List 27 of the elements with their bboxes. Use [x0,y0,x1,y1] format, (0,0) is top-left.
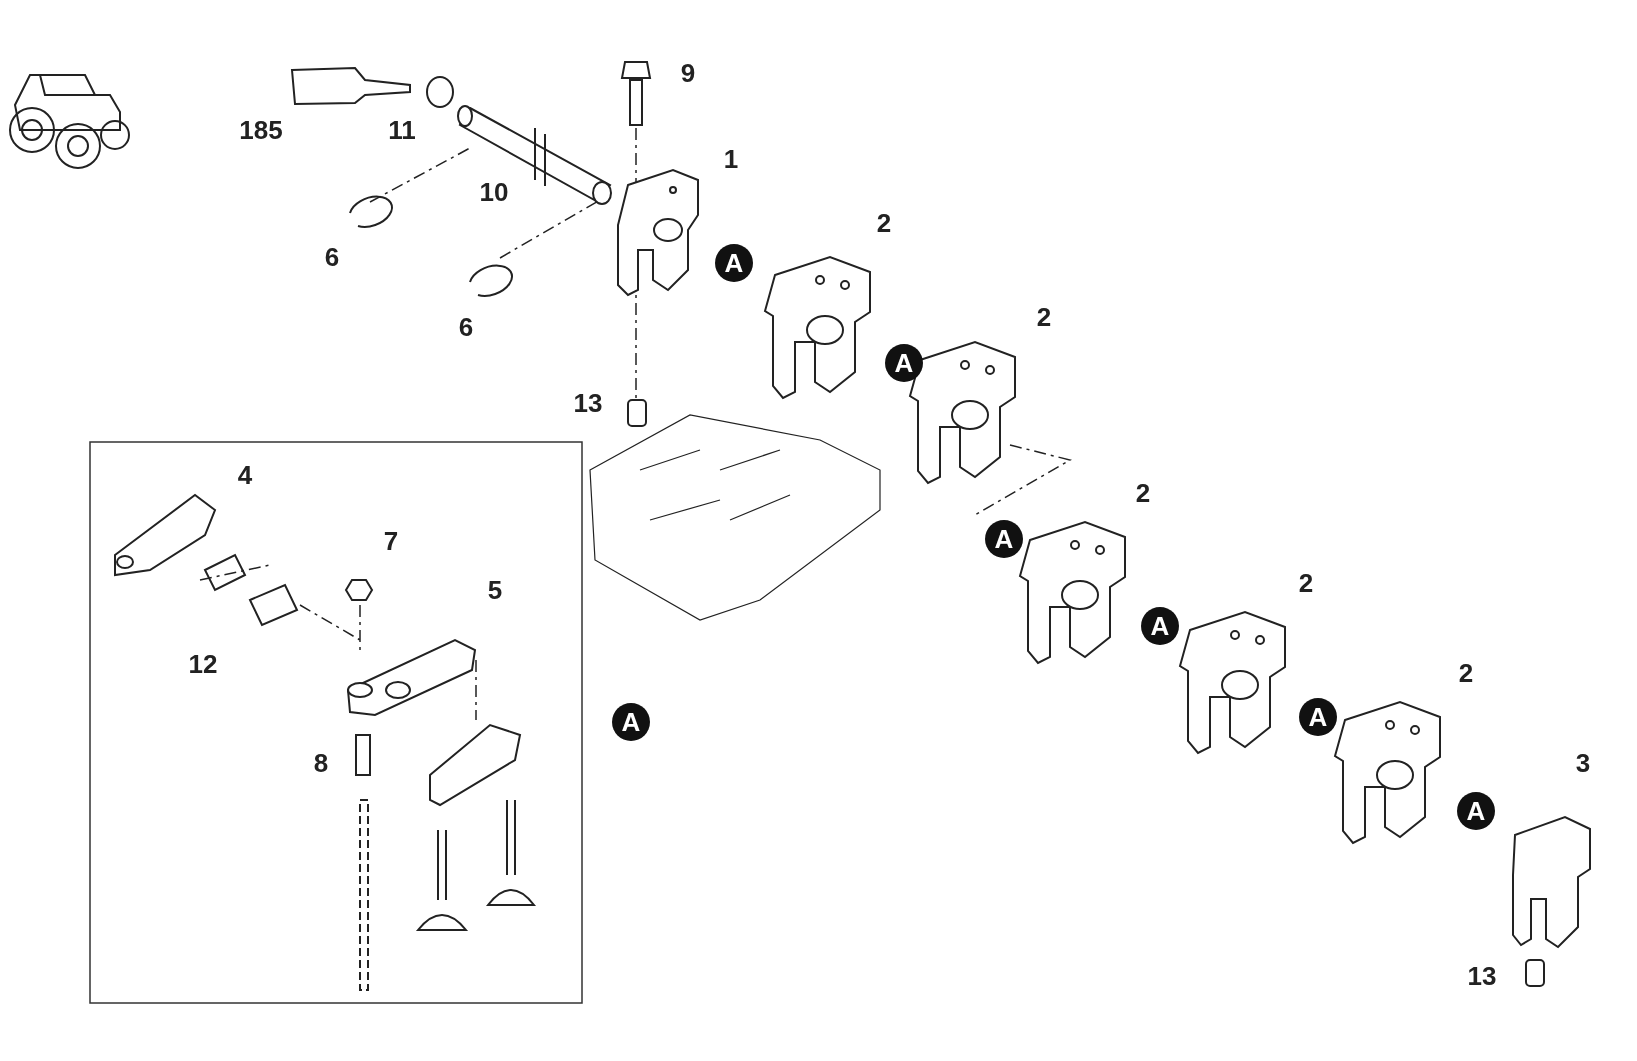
callout-number: 7 [383,528,399,554]
callout-number: 1 [723,146,739,172]
callout-number: 12 [188,651,218,677]
callout-number: 13 [1467,963,1497,989]
reference-marker: A [885,344,923,382]
callout-number: 8 [313,750,329,776]
reference-marker: A [1299,698,1337,736]
callout-number: 11 [388,117,416,143]
reference-marker: A [1457,792,1495,830]
callout-number: 9 [680,60,696,86]
callout-number: 2 [1036,304,1052,330]
callout-number: 10 [479,179,509,205]
callout-number: 6 [458,314,474,340]
callout-number: 3 [1575,750,1591,776]
callout-number: 5 [487,577,503,603]
reference-marker: A [715,244,753,282]
reference-marker: A [985,520,1023,558]
reference-marker: A [612,703,650,741]
callout-number: 2 [876,210,892,236]
callout-number: 4 [237,462,253,488]
callout-number: 2 [1135,480,1151,506]
callout-number: 185 [239,117,283,143]
callout-number: 2 [1298,570,1314,596]
callout-number: 13 [573,390,603,416]
reference-marker: A [1141,607,1179,645]
callout-number: 6 [324,244,340,270]
callout-number: 2 [1458,660,1474,686]
